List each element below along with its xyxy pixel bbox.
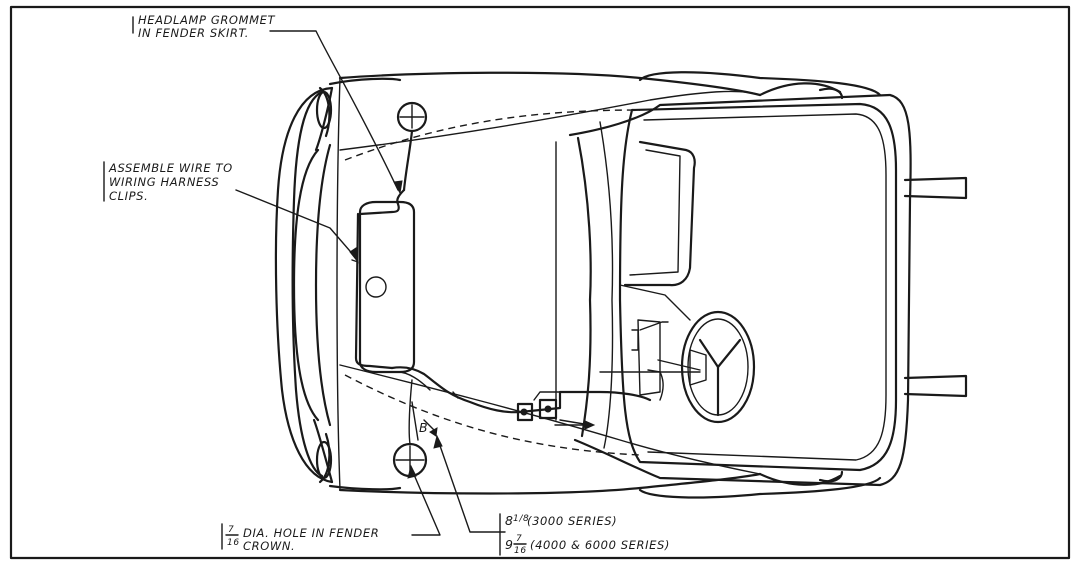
assemble-wire-line2: WIRING HARNESS	[109, 175, 219, 189]
dia-hole-fraction-den: 16	[227, 538, 240, 548]
dia-hole-line2: CROWN.	[243, 539, 295, 553]
dimension-line1-fraction: 1/8	[513, 514, 529, 524]
dimension-line2-text: (4000 & 6000 SERIES)	[530, 538, 670, 552]
radiator	[358, 200, 416, 374]
headlamp-upper	[396, 101, 428, 192]
assemble-wire-line1: ASSEMBLE WIRE TO	[108, 161, 233, 175]
headlamp-grommet-line1: HEADLAMP GROMMET	[138, 13, 275, 27]
dia-hole-line1: DIA. HOLE IN FENDER	[243, 526, 379, 540]
dimension-line1-text: (3000 SERIES)	[527, 514, 617, 528]
vehicle-outline	[274, 71, 968, 499]
callout-dimension: 8 1/8 (3000 SERIES) 9 7 16 (4000 & 6000 …	[499, 513, 670, 556]
diagram-frame	[9, 5, 1071, 560]
dia-hole-fraction-num: 7	[228, 525, 234, 535]
dimension-line1-whole: 8	[505, 513, 514, 528]
leader-lines	[235, 30, 506, 536]
dimension-line2-fraction-num: 7	[516, 534, 522, 544]
callout-assemble-wire: ASSEMBLE WIRE TO WIRING HARNESS CLIPS.	[103, 161, 233, 203]
point-b-marker: B	[411, 401, 438, 441]
assemble-wire-line3: CLIPS.	[109, 189, 148, 203]
dimension-line2-whole: 9	[505, 537, 514, 552]
callout-headlamp-grommet: HEADLAMP GROMMET IN FENDER SKIRT.	[132, 13, 275, 40]
callout-dia-hole: 7 16 DIA. HOLE IN FENDER CROWN.	[221, 523, 379, 553]
dimension-line2-fraction-den: 16	[514, 546, 527, 556]
wiring-harness	[351, 141, 669, 445]
headlamp-grommet-line2: IN FENDER SKIRT.	[138, 26, 249, 40]
point-b-label: B	[419, 420, 428, 435]
